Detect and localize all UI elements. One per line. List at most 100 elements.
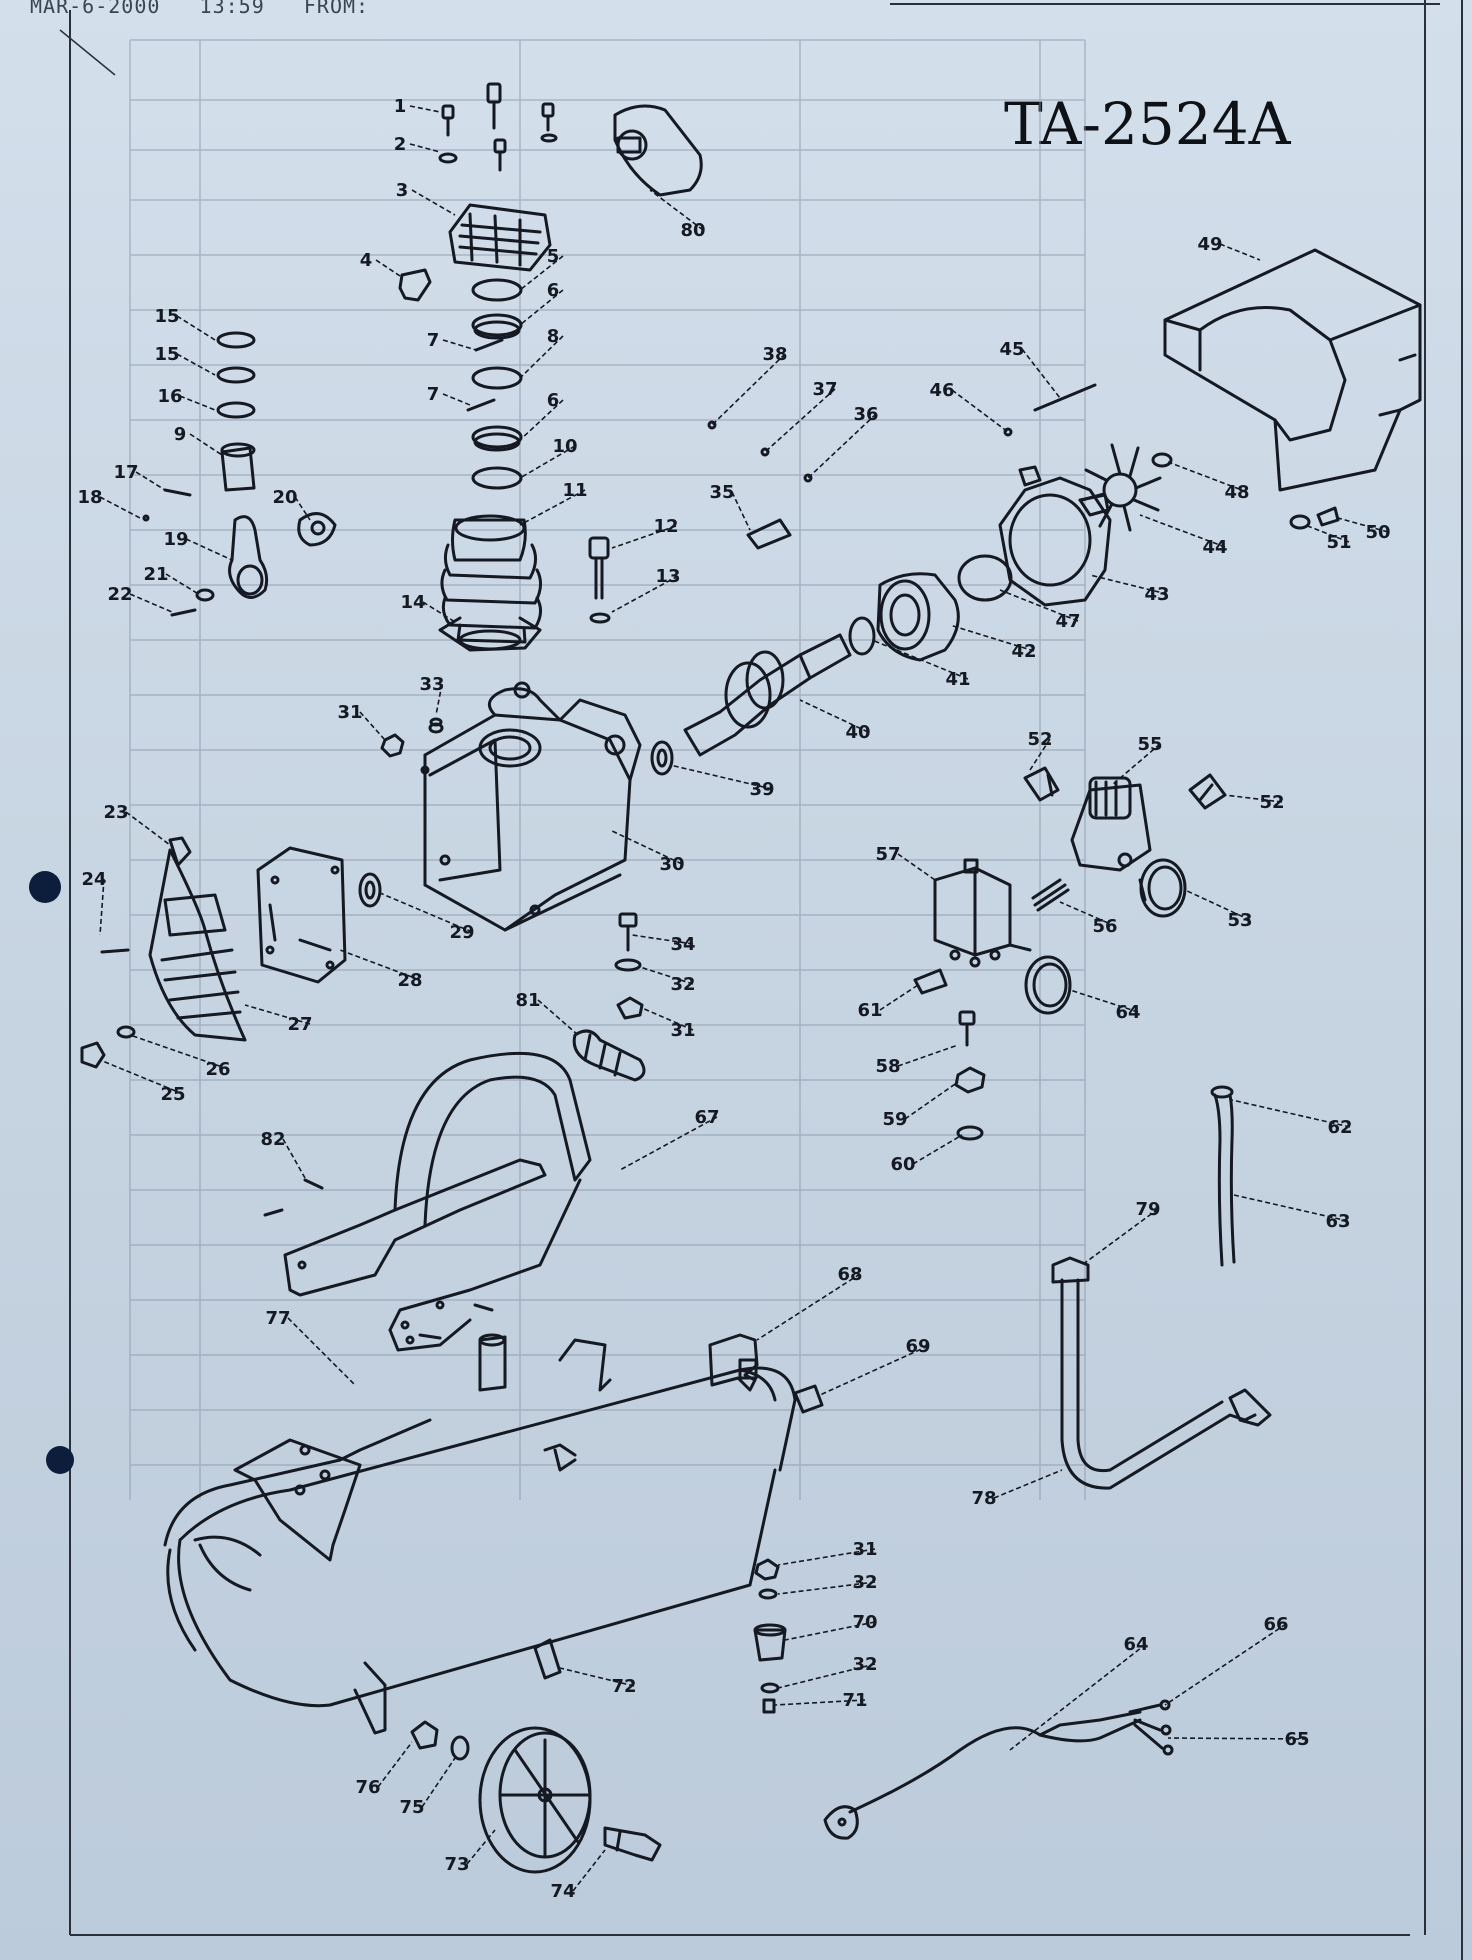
- part-callout: 62: [1327, 1117, 1352, 1138]
- leader-line: [409, 105, 441, 113]
- air-tank: [163, 1333, 797, 1735]
- leader-line: [1184, 889, 1251, 921]
- leader-line: [176, 315, 216, 341]
- wheel-bolt: [603, 1826, 662, 1862]
- part-callout: 80: [680, 220, 705, 241]
- fitting-69: [793, 1384, 824, 1414]
- part-callout: 49: [1197, 234, 1222, 255]
- leader-line: [519, 489, 586, 526]
- part-callout: 61: [857, 1000, 882, 1021]
- leader-line: [1224, 794, 1283, 803]
- leader-line: [442, 339, 477, 351]
- part-callout: 24: [81, 869, 106, 890]
- leader-line: [631, 934, 694, 945]
- part-callout: 10: [552, 436, 577, 457]
- part-callout: 79: [1135, 1199, 1160, 1220]
- part-callout: 50: [1365, 522, 1390, 543]
- background-table: [129, 39, 1086, 1500]
- part-callout: 82: [260, 1129, 285, 1150]
- part-callout: 23: [103, 802, 128, 823]
- head-screws: [438, 82, 558, 172]
- leader-line: [1337, 517, 1389, 533]
- leader-line: [99, 1059, 184, 1095]
- leader-line: [165, 573, 201, 596]
- binder-hole: [29, 871, 61, 903]
- quick-coupler-left: [1023, 766, 1060, 802]
- leader-lines: [99, 105, 1389, 1892]
- leader-line: [799, 699, 869, 733]
- elbow-fitting: [398, 268, 432, 302]
- part-callout: 64: [1123, 1634, 1148, 1655]
- tank-fittings: [533, 1558, 787, 1714]
- part-callout: 17: [113, 462, 138, 483]
- part-callout: 22: [107, 584, 132, 605]
- leader-line: [125, 811, 171, 846]
- part-callout: 20: [272, 487, 297, 508]
- part-callout: 5: [547, 246, 560, 267]
- model-number: TA-2524A: [1004, 90, 1291, 158]
- leader-line: [1167, 461, 1248, 493]
- leader-line: [777, 1581, 876, 1595]
- leader-line: [421, 1757, 456, 1808]
- bolt-12: [588, 536, 611, 624]
- part-callout: 56: [1092, 916, 1117, 937]
- o-ring: [957, 554, 1013, 602]
- leader-line: [649, 189, 704, 231]
- oil-seal: [358, 740, 674, 908]
- part-callout: 55: [1137, 734, 1162, 755]
- leader-line: [572, 1849, 606, 1892]
- part-callout: 38: [762, 344, 787, 365]
- part-callout: 34: [670, 934, 695, 955]
- part-callout: 39: [749, 779, 774, 800]
- wheel: [478, 1726, 592, 1874]
- part-callout: 75: [399, 1797, 424, 1818]
- part-callout: 2: [394, 134, 407, 155]
- part-callout: 16: [157, 386, 182, 407]
- leader-line: [537, 999, 579, 1036]
- leader-line: [189, 433, 223, 456]
- pressure-gauge: [1138, 858, 1187, 918]
- power-cord: [823, 1699, 1174, 1840]
- motor-housing: [998, 465, 1112, 607]
- leader-line: [777, 1548, 876, 1566]
- leader-line: [639, 966, 694, 985]
- leader-line: [949, 624, 1035, 652]
- leader-line: [442, 393, 471, 406]
- handle-screws: [263, 1178, 494, 1340]
- leader-line: [409, 143, 441, 153]
- leader-line: [774, 1699, 866, 1706]
- leader-line: [611, 525, 677, 549]
- small-screw: [1003, 427, 1013, 437]
- cooling-fan: [1080, 443, 1173, 532]
- check-spring: [1031, 878, 1070, 912]
- part-callout: 36: [853, 404, 878, 425]
- shroud-screw: [1289, 506, 1340, 530]
- check-valve: [708, 1333, 759, 1392]
- leader-line: [99, 496, 141, 519]
- leader-line: [1089, 574, 1168, 595]
- mount-hardware: [954, 1010, 986, 1141]
- part-callout: 29: [449, 922, 474, 943]
- leader-line: [379, 892, 473, 933]
- part-callout: 12: [653, 516, 678, 537]
- leader-line: [99, 878, 105, 936]
- leader-line: [1231, 1099, 1351, 1128]
- end-cover: [100, 836, 247, 1042]
- bearing: [848, 616, 876, 656]
- carry-handle: [283, 1051, 592, 1352]
- leader-line: [422, 601, 456, 623]
- part-callout: 37: [812, 379, 837, 400]
- part-callout: 51: [1326, 532, 1351, 553]
- part-callout: 59: [882, 1109, 907, 1130]
- leader-line: [411, 189, 456, 216]
- leader-line: [466, 1829, 496, 1865]
- part-callout: 21: [143, 564, 168, 585]
- connecting-rod: [170, 512, 337, 617]
- part-callout: 41: [945, 669, 970, 690]
- leader-line: [359, 711, 386, 741]
- part-callout: 4: [360, 250, 373, 271]
- part-callout: 27: [287, 1014, 312, 1035]
- part-callout: 42: [1011, 641, 1036, 662]
- leader-line: [519, 335, 564, 379]
- leader-line: [559, 1667, 635, 1687]
